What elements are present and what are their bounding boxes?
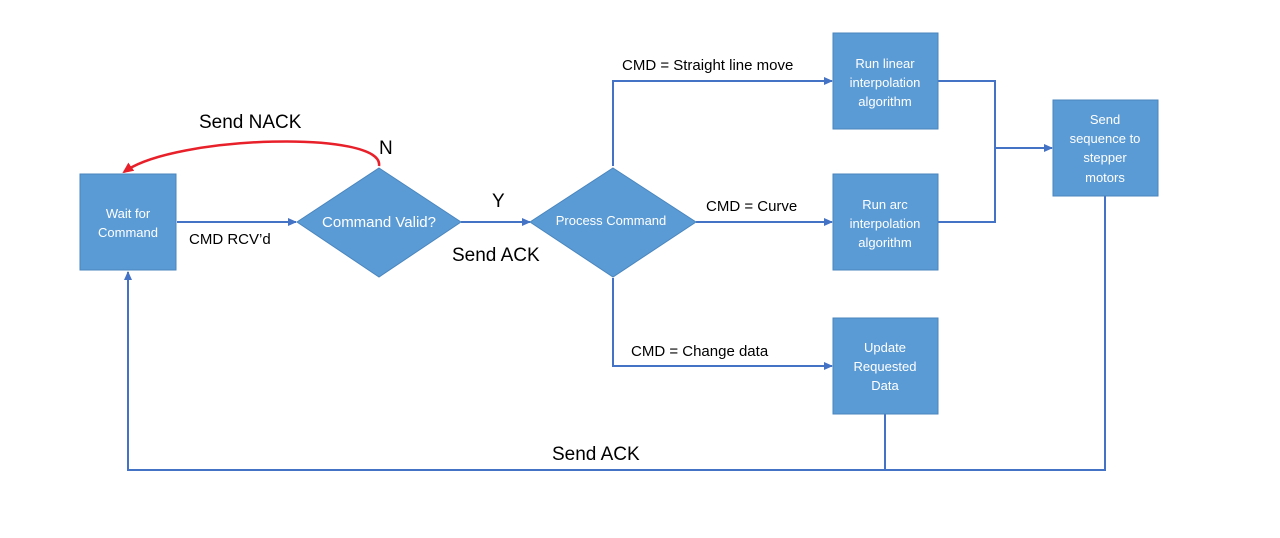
command-valid-node: Command Valid? (296, 167, 462, 278)
linear-line2: interpolation (850, 75, 921, 90)
linear-interpolation-node: Run linear interpolation algorithm (832, 32, 939, 130)
cmd-rcvd-label: CMD RCV’d (189, 231, 271, 248)
update-line2: Requested (854, 359, 917, 374)
connector-send-return (124, 196, 1106, 471)
process-command-label: Process Command (556, 213, 667, 228)
send-seq-line2: sequence to (1070, 131, 1141, 146)
wait-for-command-line1: Wait for (106, 206, 151, 221)
send-sequence-box (1052, 99, 1159, 197)
y-label: Y (492, 191, 505, 212)
arc-interpolation-node: Run arc interpolation algorithm (832, 173, 939, 271)
process-command-diamond (529, 167, 697, 278)
command-valid-label: Command Valid? (322, 214, 436, 231)
nack-loop-arrow (122, 140, 381, 174)
change-data-label: CMD = Change data (631, 343, 769, 360)
connector-process-to-linear (612, 77, 833, 166)
arc-line2: interpolation (850, 216, 921, 231)
linear-line1: Run linear (855, 56, 915, 71)
wait-for-command-box (79, 173, 177, 271)
update-data-node: Update Requested Data (832, 317, 939, 415)
send-seq-line3: stepper (1083, 150, 1127, 165)
curve-label: CMD = Curve (706, 198, 797, 215)
wait-for-command-line2: Command (98, 225, 158, 240)
send-seq-line4: motors (1085, 170, 1125, 185)
update-data-box (832, 317, 939, 415)
process-command-node: Process Command (529, 167, 697, 278)
straight-line-label: CMD = Straight line move (622, 57, 793, 74)
update-line1: Update (864, 340, 906, 355)
wait-for-command-node: Wait for Command (79, 173, 177, 271)
arc-line1: Run arc (862, 197, 908, 212)
send-ack-bottom-label: Send ACK (552, 444, 640, 465)
send-nack-label: Send NACK (199, 112, 302, 133)
connectors (124, 77, 1106, 471)
arc-line3: algorithm (858, 235, 911, 250)
send-sequence-node: Send sequence to stepper motors (1052, 99, 1159, 197)
connector-process-to-update (612, 278, 833, 370)
send-seq-line1: Send (1090, 112, 1120, 127)
n-label: N (379, 138, 393, 159)
command-valid-diamond (296, 167, 462, 278)
connector-linear-merge (938, 80, 996, 223)
send-ack-mid-label: Send ACK (452, 245, 540, 266)
linear-line3: algorithm (858, 94, 911, 109)
linear-interpolation-box (832, 32, 939, 130)
arc-interpolation-box (832, 173, 939, 271)
update-line3: Data (871, 378, 899, 393)
